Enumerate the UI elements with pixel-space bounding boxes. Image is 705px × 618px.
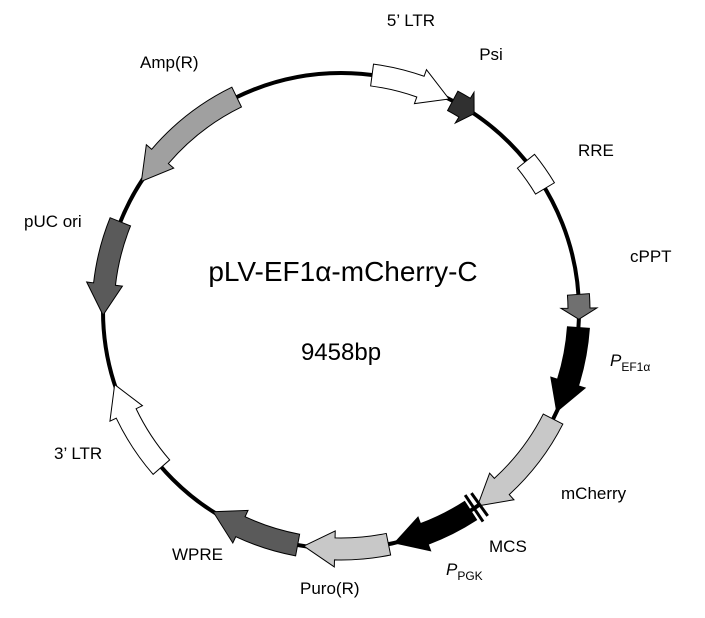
mcs-marker-secondary — [470, 492, 489, 517]
rre-feature-arrow — [516, 153, 556, 195]
psi-label: Psi — [479, 45, 503, 64]
ampr-feature-arrow — [140, 86, 243, 183]
3-ltr-label: 3’ LTR — [54, 444, 102, 463]
puc-ori-feature-arrow — [85, 217, 132, 317]
psi-feature-arrow — [446, 90, 475, 125]
3-ltr-feature-arrow — [109, 383, 171, 476]
puc-ori-label: pUC ori — [24, 212, 82, 231]
feature-arrows — [85, 63, 599, 568]
plasmid-name: pLV-EF1α-mCherry-C — [208, 256, 477, 287]
wpre-label: WPRE — [172, 545, 223, 564]
pef1a-label: PEF1α — [610, 351, 650, 374]
mcherry-feature-arrow — [476, 413, 564, 507]
puro-feature-arrow — [302, 530, 392, 568]
pef1a-feature-arrow — [550, 326, 590, 413]
ppgk-label: PPGK — [446, 560, 483, 583]
mcs-marker — [463, 494, 485, 523]
mcherry-label: mCherry — [561, 484, 627, 503]
5-ltr-feature-arrow — [370, 63, 450, 105]
cppt-label: cPPT — [630, 247, 672, 266]
ampr-label: Amp(R) — [140, 53, 199, 72]
plasmid-size: 9458bp — [301, 339, 381, 366]
mcs-label: MCS — [489, 537, 527, 556]
ppgk-feature-arrow — [393, 500, 478, 552]
puro-label: Puro(R) — [300, 579, 360, 598]
cppt-feature-arrow — [559, 293, 599, 320]
rre-label: RRE — [578, 141, 614, 160]
wpre-feature-arrow — [212, 509, 301, 557]
5-ltr-label: 5’ LTR — [387, 11, 435, 30]
